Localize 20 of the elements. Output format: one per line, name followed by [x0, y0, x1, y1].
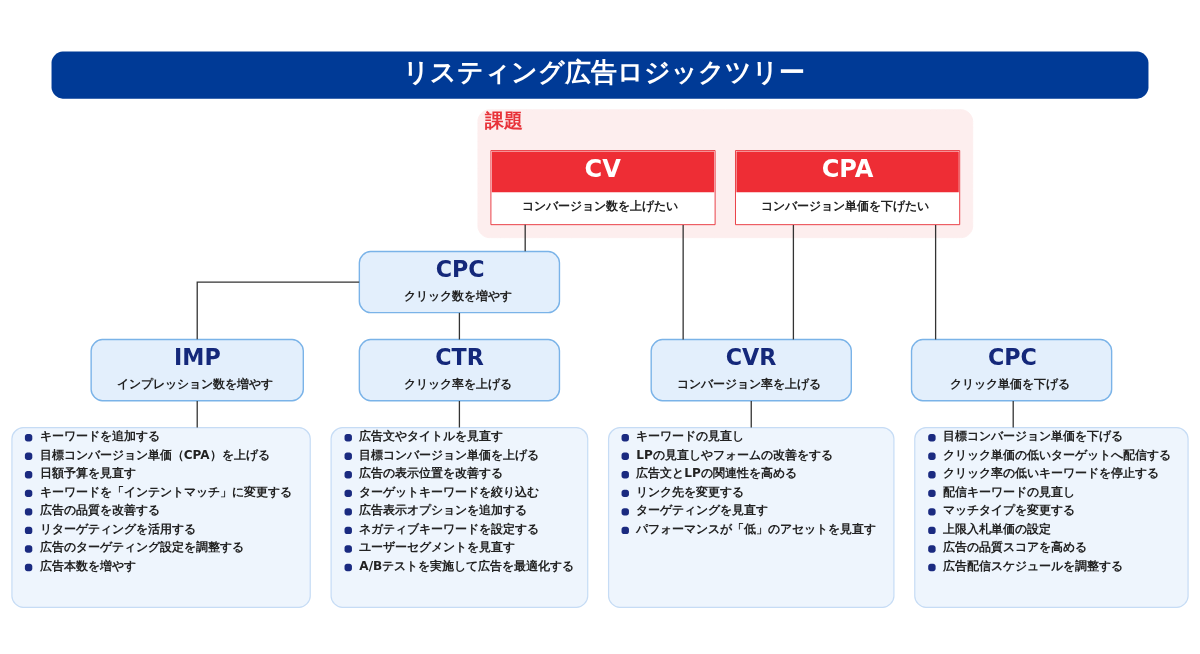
diagram-title: リスティング広告ロジックツリー	[402, 56, 805, 87]
connector	[458, 311, 461, 340]
node-box: キーワードの見直し LPの見直しやフォームの改善をする 広告文とLPの関連性を高める リンク先を変更する ターゲティングを見直す パフォーマンスが「低」のアセットを見直す	[607, 426, 895, 608]
connector	[934, 223, 937, 340]
node-box: キーワードを追加する 目標コンバージョン単価（CPA）を上げる 日額予算を見直す キーワードを「インテントマッチ」に変更する 広告の品質を改善する リターゲティングを活用する 広告のターゲティング設定を調整する 広告本数を増やす	[11, 426, 311, 608]
node-box: CPC クリック数を増やす	[358, 250, 561, 313]
node-box: 目標コンバージョン単価を下げる クリック単価の低いターゲットへ配信する クリック率の低いキーワードを停止する 配信キーワードの見直し マッチタイプを変更する 上限入札単価の設定 広告の品質スコアを高める 広告配信スケジュールを調整する	[914, 426, 1189, 608]
connector	[1012, 399, 1014, 428]
connector	[792, 223, 795, 340]
connector	[458, 399, 461, 428]
connector	[196, 280, 360, 340]
node-box: CTR クリック率を上げる	[358, 338, 561, 401]
node-box: IMP インプレッション数を増やす	[90, 338, 304, 401]
node-box: 広告文やタイトルを見直す 目標コンバージョン単価を上げる 広告の表示位置を改善する ターゲットキーワードを絞り込む 広告表示オプションを追加する ネガティブキーワードを設定する ユーザーセグメントを見直す A/Bテストを実施して広告を最適化する	[330, 426, 589, 608]
connector	[196, 399, 198, 428]
node-box: CVR コンバージョン率を上げる	[650, 338, 852, 401]
connector	[682, 223, 684, 340]
connector	[524, 223, 526, 252]
connector	[750, 399, 752, 428]
node-box: CPC クリック単価を下げる	[910, 338, 1113, 401]
